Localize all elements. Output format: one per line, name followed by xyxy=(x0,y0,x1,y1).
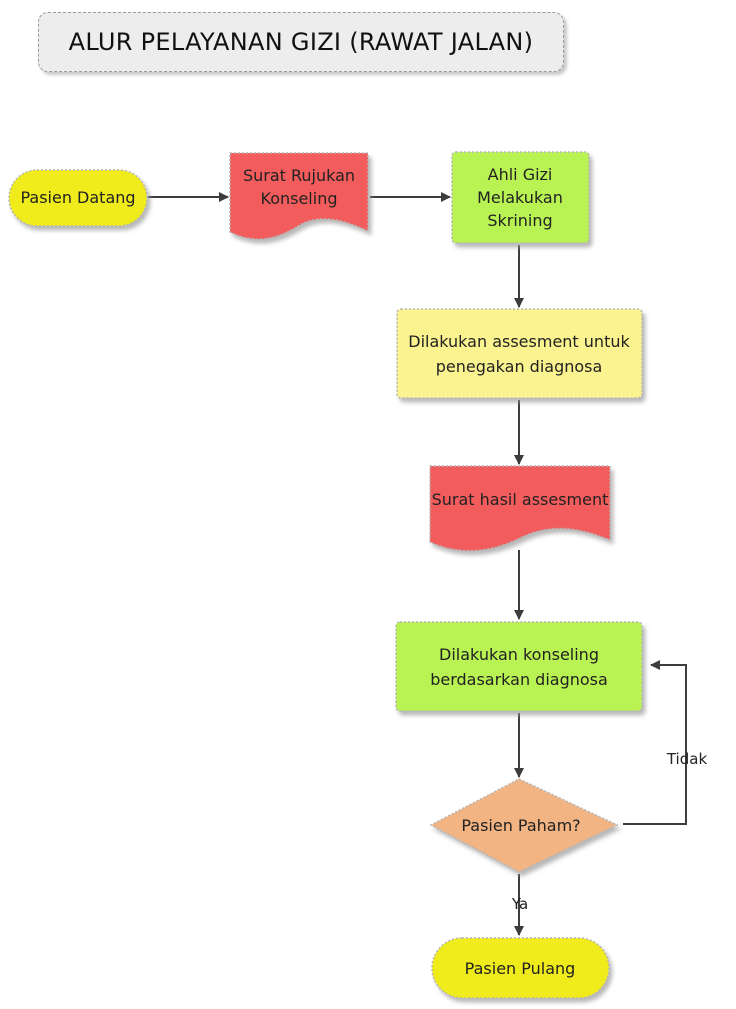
diagram-title: ALUR PELAYANAN GIZI (RAWAT JALAN) xyxy=(38,12,564,72)
node-ahli-gizi-line2: Melakukan xyxy=(477,188,563,207)
node-ahli-gizi: Ahli Gizi Melakukan Skrining xyxy=(451,151,590,244)
node-paham-label: Pasien Paham? xyxy=(461,816,580,835)
edge-label-tidak: Tidak xyxy=(666,750,708,768)
node-surat-rujukan: Surat Rujukan Konseling xyxy=(229,152,369,240)
node-surat-rujukan-line1: Surat Rujukan xyxy=(243,166,355,185)
node-konseling: Dilakukan konseling berdasarkan diagnosa xyxy=(395,621,643,712)
edge-label-ya: Ya xyxy=(511,895,528,913)
node-surat-hasil: Surat hasil assesment xyxy=(429,465,611,552)
node-ahli-gizi-line3: Skrining xyxy=(487,211,552,230)
node-surat-hasil-label: Surat hasil assesment xyxy=(432,490,609,509)
node-ahli-gizi-line1: Ahli Gizi xyxy=(488,165,553,184)
node-konseling-line1: Dilakukan konseling xyxy=(439,645,599,664)
node-assesment: Dilakukan assesment untuk penegakan diag… xyxy=(396,308,643,399)
node-pasien-datang: Pasien Datang xyxy=(8,169,148,227)
node-konseling-line2: berdasarkan diagnosa xyxy=(430,670,608,689)
node-pasien-pulang: Pasien Pulang xyxy=(431,937,610,999)
edge-paham-to-konseling-tidak xyxy=(623,660,687,825)
node-assesment-line1: Dilakukan assesment untuk xyxy=(408,332,630,351)
node-surat-rujukan-line2: Konseling xyxy=(261,189,338,208)
node-pasien-pulang-label: Pasien Pulang xyxy=(465,959,576,978)
node-paham-decision: Pasien Paham? xyxy=(429,778,619,873)
node-assesment-line2: penegakan diagnosa xyxy=(436,357,603,376)
edges xyxy=(148,192,687,936)
node-pasien-datang-label: Pasien Datang xyxy=(20,188,135,207)
